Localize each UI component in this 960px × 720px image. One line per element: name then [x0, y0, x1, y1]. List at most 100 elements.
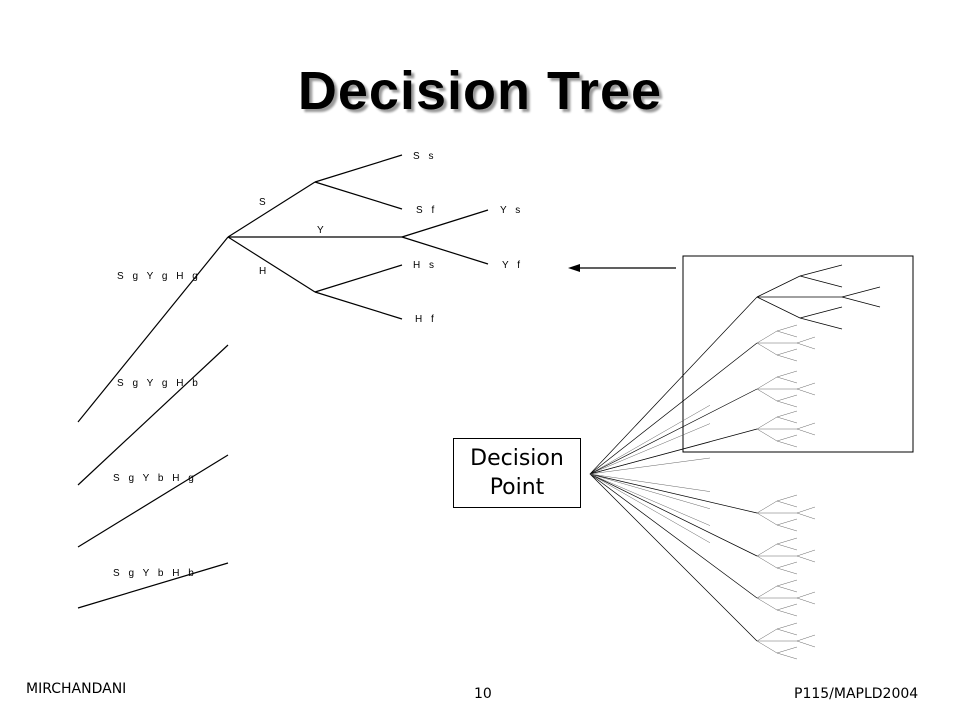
mini-subtree-6-d: [776, 537, 798, 545]
mini-subtree-5-e: [776, 500, 798, 508]
mini-subtree-7-e: [776, 585, 798, 593]
decision-point-label-line2: Point: [489, 475, 545, 500]
footer-page-number: 10: [474, 686, 492, 702]
mini-subtree-4-i: [796, 428, 816, 436]
mini-root-branch-stub-5: [589, 473, 711, 492]
slide-title: Decision Tree: [297, 61, 663, 121]
mini-subtree-8-a: [756, 628, 778, 642]
footer-author: MIRCHANDANI: [26, 681, 127, 697]
leaf-label-yf: Y f: [502, 260, 523, 271]
mini-subtree-6-a: [756, 543, 778, 557]
footer-code: P115/MAPLD2004: [794, 686, 919, 702]
mini-leaf-line-yf: [841, 296, 881, 308]
mini-subtree-4-f: [776, 434, 798, 442]
mini-root-branch-line-1: [589, 296, 758, 475]
root-branch-label-2: S g Y g H b: [117, 378, 201, 389]
branch-line-s: [227, 181, 316, 238]
mini-root-branch-stub-2: [589, 423, 711, 475]
mini-subtree-8-c: [756, 640, 778, 654]
mini-subtree-5-i: [796, 512, 816, 520]
mini-tree: [589, 264, 881, 660]
mini-root-branch-stub-7: [589, 473, 711, 526]
mini-subtree-4-d: [776, 410, 798, 418]
root-branch-line-4: [77, 562, 229, 609]
leaf-label-ss: S s: [413, 151, 436, 162]
mini-subtree-7-g: [776, 609, 798, 617]
mini-subtree-8-f: [776, 646, 798, 654]
mini-subtree-5-f: [776, 518, 798, 526]
leaf-line-hs: [314, 264, 403, 293]
mini-leaf-line-hf: [799, 317, 843, 330]
mini-subtree-2-c: [756, 342, 778, 356]
zoom-arrow: [568, 264, 676, 272]
leaf-line-hf: [314, 291, 403, 320]
mini-subtree-6-h: [796, 549, 816, 557]
leaf-label-ys: Y s: [500, 205, 523, 216]
branch-line-h: [227, 236, 316, 293]
mini-subtree-2-d: [776, 324, 798, 332]
mini-subtree-8-h: [796, 634, 816, 642]
leaf-line-ys: [401, 209, 489, 238]
mini-subtree-4-a: [756, 416, 778, 430]
mini-subtree-3-d: [776, 370, 798, 378]
root-branch-line-2: [77, 344, 229, 486]
root-branch-line-3: [77, 454, 229, 548]
mini-root-branch-line-8: [589, 473, 758, 642]
mini-subtree-3-i: [796, 388, 816, 396]
mini-subtree-3-a: [756, 376, 778, 390]
mini-subtree-2-g: [776, 354, 798, 362]
mini-subtree-3-h: [796, 382, 816, 390]
mini-root-branch-stub-6: [589, 473, 711, 510]
leaf-label-hs: H s: [413, 260, 437, 271]
leaf-line-yf: [401, 236, 489, 265]
mini-subtree-7-a: [756, 585, 778, 599]
mini-root-branch-line-6: [589, 473, 758, 557]
mini-subtree-2-a: [756, 330, 778, 344]
mini-subtree-2-i: [796, 342, 816, 350]
mini-subtree-6-f: [776, 561, 798, 569]
mini-subtree-7-c: [756, 597, 778, 611]
leaf-line-ss: [314, 154, 403, 183]
leaf-label-hf: H f: [415, 314, 437, 325]
mini-subtree-4-h: [796, 422, 816, 430]
mini-subtree-7-f: [776, 603, 798, 611]
node-label-s: S: [259, 197, 269, 208]
mini-subtree-8-d: [776, 622, 798, 630]
mini-leaf-line-hs: [799, 306, 843, 319]
node-label-h: H: [259, 266, 269, 277]
mini-subtree-2-h: [796, 336, 816, 344]
mini-root-branch-stub-8: [589, 473, 711, 543]
mini-root-branch-stub-1: [589, 405, 711, 475]
mini-leaf-line-ys: [841, 286, 881, 298]
leaf-label-sf: S f: [416, 205, 437, 216]
mini-subtree-4-e: [776, 416, 798, 424]
mini-root-branch-stub-4: [589, 457, 711, 475]
mini-subtree-8-i: [796, 640, 816, 648]
mini-subtree-6-e: [776, 543, 798, 551]
zoom-box: [682, 255, 914, 453]
mini-root-branch-line-3: [589, 388, 758, 475]
root-branch-label-1: S g Y g H g: [117, 271, 201, 282]
mini-root-branch-line-7: [589, 473, 758, 599]
mini-subtree-5-a: [756, 500, 778, 514]
mini-subtree-4-g: [776, 440, 798, 448]
mini-leaf-line-sf: [799, 275, 843, 288]
root-branch-line-1: [77, 236, 229, 423]
root-branch-label-4: S g Y b H b: [113, 568, 197, 579]
mini-subtree-7-d: [776, 579, 798, 587]
mini-root-branch-line-5: [589, 473, 758, 514]
mini-subtree-2-e: [776, 330, 798, 338]
mini-subtree-7-h: [796, 591, 816, 599]
left-tree: S g Y g H g S g Y g H b S g Y b H g S g …: [77, 151, 523, 609]
mini-subtree-6-g: [776, 567, 798, 575]
decision-point-box: Decision Point: [453, 438, 581, 508]
decision-point-label-line1: Decision: [470, 446, 564, 471]
mini-root-branch-line-4: [589, 428, 758, 475]
mini-subtree-5-d: [776, 494, 798, 502]
mini-subtree-7-i: [796, 597, 816, 605]
mini-subtree-3-f: [776, 394, 798, 402]
leaf-line-sf: [314, 181, 403, 210]
mini-subtree-3-g: [776, 400, 798, 408]
